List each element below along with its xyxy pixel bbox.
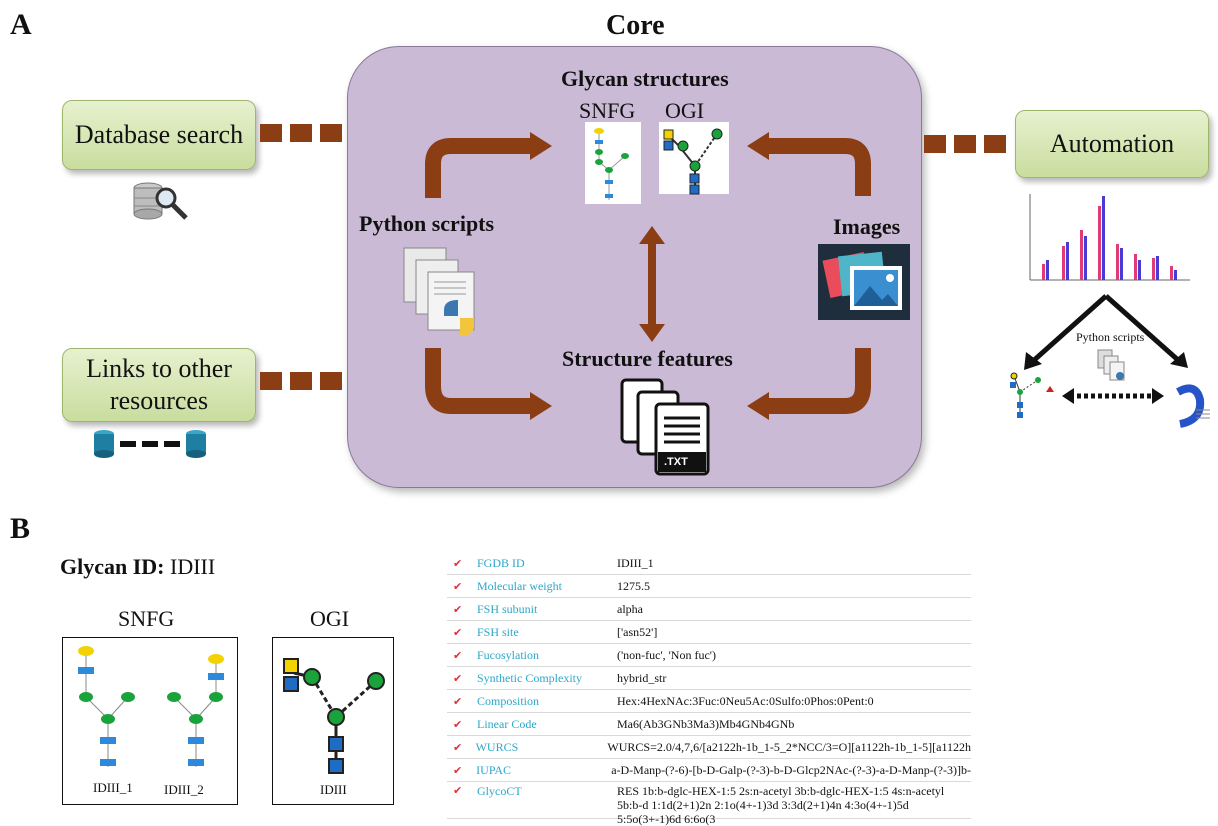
table-row: ✔ Fucosylation ('non-fuc', 'Non fuc') — [447, 644, 971, 667]
snfg-structure-icon — [585, 122, 641, 204]
ogi-structure-icon — [659, 122, 729, 195]
table-row-value: 1275.5 — [617, 578, 650, 593]
automation-cycle-diagram — [1010, 294, 1210, 428]
table-row-value: IDIII_1 — [617, 555, 654, 570]
table-row-key: Molecular weight — [477, 578, 562, 593]
snfg-label: SNFG — [579, 98, 636, 123]
table-row-key: FGDB ID — [477, 555, 525, 570]
table-row-value: ('non-fuc', 'Non fuc') — [617, 647, 716, 662]
feature-documents-icon — [620, 378, 710, 476]
checkmark-icon: ✔ — [453, 785, 463, 797]
table-row: ✔ FGDB ID IDIII_1 — [447, 552, 971, 575]
table-row: ✔ FSH site ['asn52'] — [447, 621, 971, 644]
ogi-panel-title: OGI — [310, 606, 350, 631]
panel-b-letter: B — [10, 512, 31, 545]
structure-features-label: Structure features — [562, 346, 733, 371]
glycan-metadata-table: ✔ FGDB ID IDIII_1 ✔ Molecular weight 1275.5 ✔ F… — [447, 552, 971, 826]
table-row: ✔ Molecular weight 1275.5 — [447, 575, 971, 598]
checkmark-icon: ✔ — [453, 603, 463, 616]
automation-box: Automation — [1015, 110, 1209, 178]
snfg-structure-panel — [62, 637, 238, 805]
snfg-panel-title: SNFG — [118, 606, 175, 631]
table-row-key: Linear Code — [477, 716, 537, 731]
table-row-value: ['asn52'] — [617, 624, 658, 639]
checkmark-icon: ✔ — [453, 649, 463, 662]
core-title: Core — [606, 10, 665, 41]
table-row-key: GlycoCT — [477, 784, 522, 798]
links-to-other-resources-box: Links to other resources — [62, 348, 256, 422]
glycan-id-value: IDIII — [170, 554, 216, 579]
checkmark-icon: ✔ — [453, 626, 463, 639]
table-row-key: FSH site — [477, 624, 519, 639]
table-row: ✔ IUPAC a-D-Manp-(?-6)-[b-D-Galp-(?-3)-b-D… — [447, 759, 971, 782]
python-files-icon — [403, 247, 475, 336]
table-row-value: WURCS=2.0/4,7,6/[a2122h-1b_1-5_2*NCC/3=O… — [607, 739, 971, 754]
txt-label: .TXT — [664, 456, 688, 468]
database-search-box: Database search — [62, 100, 256, 170]
table-row-value: alpha — [617, 601, 643, 616]
glycan-id-label: Glycan ID: — [60, 554, 165, 579]
automation-chart-thumbnail — [1022, 186, 1194, 290]
table-row-value: Hex:4HexNAc:3Fuc:0Neu5Ac:0Sulfo:0Phos:0P… — [617, 693, 874, 708]
table-row-key: FSH subunit — [477, 601, 538, 616]
panel-a-letter: A — [10, 8, 32, 41]
table-row-value: a-D-Manp-(?-6)-[b-D-Galp-(?-3)-b-D-Glcp2… — [611, 762, 971, 777]
images-icon — [818, 244, 910, 320]
checkmark-icon: ✔ — [453, 557, 463, 570]
table-row-value: hybrid_str — [617, 670, 667, 685]
table-row-key: WURCS — [475, 739, 519, 754]
automation-python-scripts-label: Python scripts — [1076, 330, 1145, 344]
table-row: ✔ WURCS WURCS=2.0/4,7,6/[a2122h-1b_1-5_2*N… — [447, 736, 971, 759]
checkmark-icon: ✔ — [453, 741, 463, 754]
snfg-label-1: IDIII_1 — [93, 780, 133, 795]
images-label: Images — [833, 214, 901, 239]
glycan-structures-title: Glycan structures — [561, 66, 729, 91]
checkmark-icon: ✔ — [453, 695, 463, 708]
table-row-value: RES 1b:b-dglc-HEX-1:5 2s:n-acetyl 3b:b-d… — [617, 784, 945, 826]
ogi-label: OGI — [665, 98, 705, 123]
table-row: ✔ GlycoCT RES 1b:b-dglc-HEX-1:5 2s:n-acety… — [447, 782, 971, 826]
table-row: ✔ Composition Hex:4HexNAc:3Fuc:0Neu5Ac:0Su… — [447, 690, 971, 713]
python-scripts-label: Python scripts — [359, 211, 495, 236]
table-row-key: IUPAC — [476, 762, 512, 777]
database-search-icon — [133, 182, 188, 220]
ogi-structure-panel — [272, 637, 394, 805]
glycan-id-heading: Glycan ID: IDIII — [60, 554, 215, 580]
linked-databases-icon — [94, 430, 206, 458]
table-row-key: Fucosylation — [477, 647, 539, 662]
checkmark-icon: ✔ — [453, 764, 463, 777]
table-row: ✔ Linear Code Ma6(Ab3GNb3Ma3)Mb4GNb4GNb — [447, 713, 971, 736]
checkmark-icon: ✔ — [453, 580, 463, 593]
ogi-structure-label: IDIII — [320, 782, 347, 797]
ogi-structure-drawing — [283, 658, 385, 774]
table-row: ✔ FSH subunit alpha — [447, 598, 971, 621]
snfg-label-2: IDIII_2 — [164, 782, 204, 797]
table-row-key: Synthetic Complexity — [477, 670, 582, 685]
checkmark-icon: ✔ — [453, 718, 463, 731]
checkmark-icon: ✔ — [453, 672, 463, 685]
table-row-key: Composition — [477, 693, 540, 708]
core-flow-arrows — [425, 132, 871, 420]
snfg-structures-drawing — [78, 646, 224, 767]
table-row: ✔ Synthetic Complexity hybrid_str — [447, 667, 971, 690]
table-row-value: Ma6(Ab3GNb3Ma3)Mb4GNb4GNb — [617, 716, 795, 731]
